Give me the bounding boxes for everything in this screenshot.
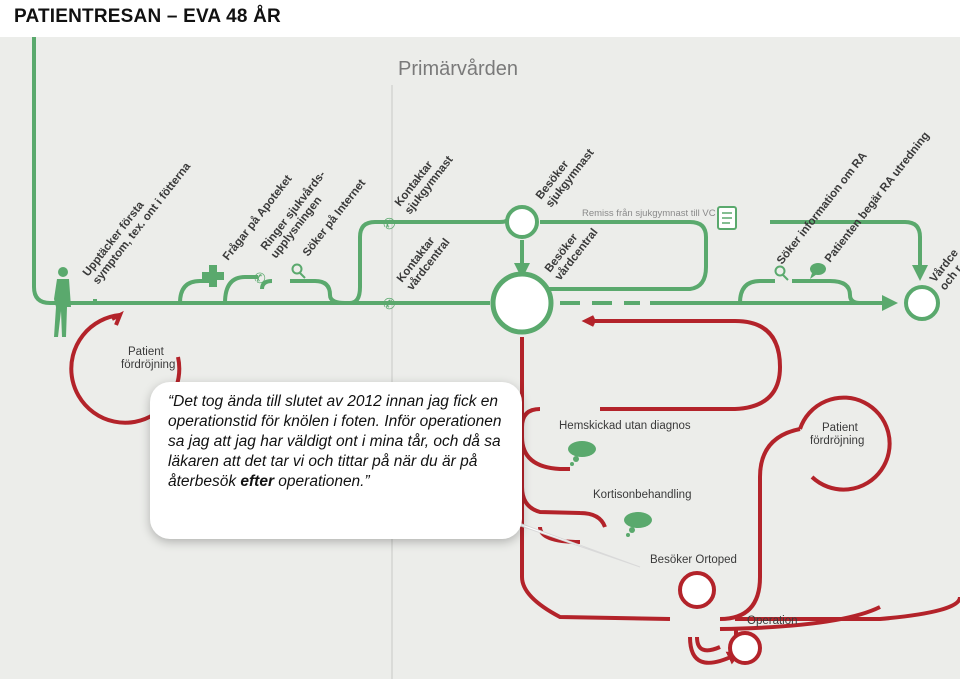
label-delay-right-line2: fördröjning: [810, 435, 864, 447]
node-vc-end: [906, 287, 938, 319]
journey-diagram: Primärvården: [0, 37, 960, 679]
path-to-ortho: [522, 337, 670, 619]
path-to-delay-right: [720, 429, 800, 619]
loop-back-top: [590, 321, 780, 409]
phone-icon: ✆: [254, 271, 266, 287]
branch-internet: [290, 281, 345, 303]
magnifier-icon: [293, 265, 306, 279]
quote-bubble: “Det tog ända till slutet av 2012 innan …: [150, 382, 522, 539]
node-ortho: [680, 573, 714, 607]
label-discover-line2: symptom, tex. ont i fötterna: [91, 160, 194, 287]
branch-physio-line: [392, 215, 510, 222]
node-operation: [730, 633, 760, 663]
pharmacy-cross-icon: [202, 265, 224, 287]
thought-cloud-icon: [624, 512, 652, 537]
quote-emphasis: efter: [240, 473, 274, 490]
thought-cloud-icon: [568, 441, 596, 466]
label-ortho: Besöker Ortoped: [650, 554, 737, 566]
node-visit-physio: [507, 207, 537, 237]
page-title: PATIENTRESAN – EVA 48 ÅR: [14, 6, 281, 28]
quote-end: operationen.: [274, 473, 365, 490]
node-visit-vc: [493, 274, 551, 332]
person-icon: [54, 267, 71, 337]
quote-close: ”: [365, 473, 370, 490]
label-cortisone: Kortisonbehandling: [593, 489, 691, 501]
speech-icon: [810, 263, 826, 279]
remiss-label: Remiss från sjukgymnast till VC: [582, 208, 716, 219]
phone-icon: ✆: [383, 295, 396, 313]
label-delay-left-line1: Patient: [128, 346, 165, 358]
magnifier-icon: [776, 267, 789, 281]
label-delay-left-line2: fördröjning: [121, 359, 175, 371]
branch-contact: [350, 222, 392, 303]
area-label: Primärvården: [398, 58, 518, 80]
branch-pharmacy: [180, 281, 210, 303]
label-search-ra: Söker information om RA: [775, 150, 870, 267]
document-icon: [718, 207, 736, 229]
phone-icon: ✆: [383, 215, 396, 233]
label-sent-home: Hemskickad utan diagnos: [559, 420, 691, 432]
label-request-ra: Patienten begär RA utredning: [823, 130, 932, 265]
journey-map: Primärvården: [0, 37, 960, 679]
label-delay-right-line1: Patient: [822, 422, 859, 434]
label-operation: Operation: [747, 615, 798, 627]
